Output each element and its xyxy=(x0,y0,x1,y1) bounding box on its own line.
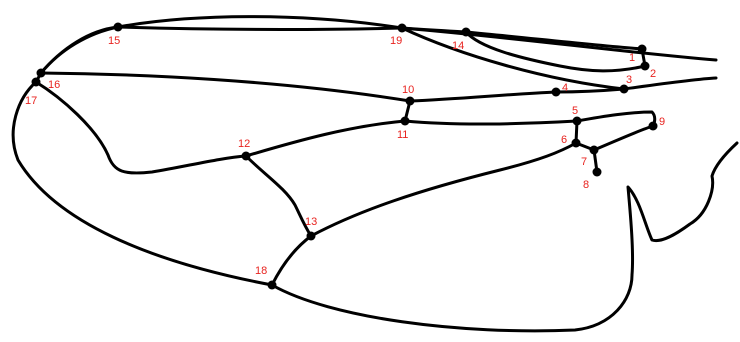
landmark-point-10 xyxy=(406,97,415,106)
landmark-point-17 xyxy=(32,78,41,87)
landmark-point-12 xyxy=(242,152,251,161)
vein-14-1 xyxy=(466,32,642,49)
landmark-point-4 xyxy=(552,88,561,97)
landmark-point-1 xyxy=(638,45,647,54)
vein-3-distal xyxy=(624,78,716,89)
landmark-label-1: 1 xyxy=(629,52,635,64)
vein-12-11 xyxy=(246,121,405,156)
landmark-point-14 xyxy=(462,28,471,37)
landmark-point-8 xyxy=(593,168,602,177)
anterior-margin xyxy=(41,17,716,73)
vein-13-6 xyxy=(311,143,576,236)
landmark-label-9: 9 xyxy=(659,116,665,128)
landmark-label-8: 8 xyxy=(583,179,589,191)
landmark-label-16: 16 xyxy=(48,79,60,91)
vein-11-5 xyxy=(405,121,577,124)
landmark-label-19: 19 xyxy=(390,35,402,47)
landmark-point-5 xyxy=(573,117,582,126)
vein-16-10 xyxy=(41,73,410,101)
vein-9-7 xyxy=(594,126,653,150)
vein-13-18 xyxy=(272,236,311,285)
landmark-label-10: 10 xyxy=(402,84,414,96)
landmark-label-17: 17 xyxy=(25,95,37,107)
vein-16-15 xyxy=(41,27,118,73)
landmark-label-4: 4 xyxy=(562,82,568,94)
landmark-point-19 xyxy=(398,24,407,33)
landmark-point-6 xyxy=(572,139,581,148)
landmark-point-15 xyxy=(114,23,123,32)
landmark-point-11 xyxy=(401,117,410,126)
landmark-label-18: 18 xyxy=(255,265,267,277)
landmark-point-18 xyxy=(268,281,277,290)
landmark-point-16 xyxy=(37,69,46,78)
landmark-label-11: 11 xyxy=(397,129,408,141)
alula-margin xyxy=(36,82,246,173)
landmark-label-13: 13 xyxy=(305,216,317,228)
landmark-label-15: 15 xyxy=(108,35,120,47)
landmark-label-6: 6 xyxy=(561,134,567,146)
veins xyxy=(36,27,716,285)
landmark-label-3: 3 xyxy=(626,74,632,86)
landmark-label-5: 5 xyxy=(572,105,578,117)
vein-12-13 xyxy=(246,156,311,236)
vein-15-19 xyxy=(118,27,402,29)
vein-10-4 xyxy=(410,92,556,101)
landmark-point-2 xyxy=(641,62,650,71)
landmark-label-2: 2 xyxy=(650,68,656,80)
landmark-label-7: 7 xyxy=(581,156,587,168)
landmark-point-9 xyxy=(649,122,658,131)
landmark-point-7 xyxy=(590,146,599,155)
landmark-point-13 xyxy=(307,232,316,241)
vein-5-9 xyxy=(577,112,655,126)
landmark-label-14: 14 xyxy=(452,40,464,52)
landmark-label-12: 12 xyxy=(238,138,250,150)
